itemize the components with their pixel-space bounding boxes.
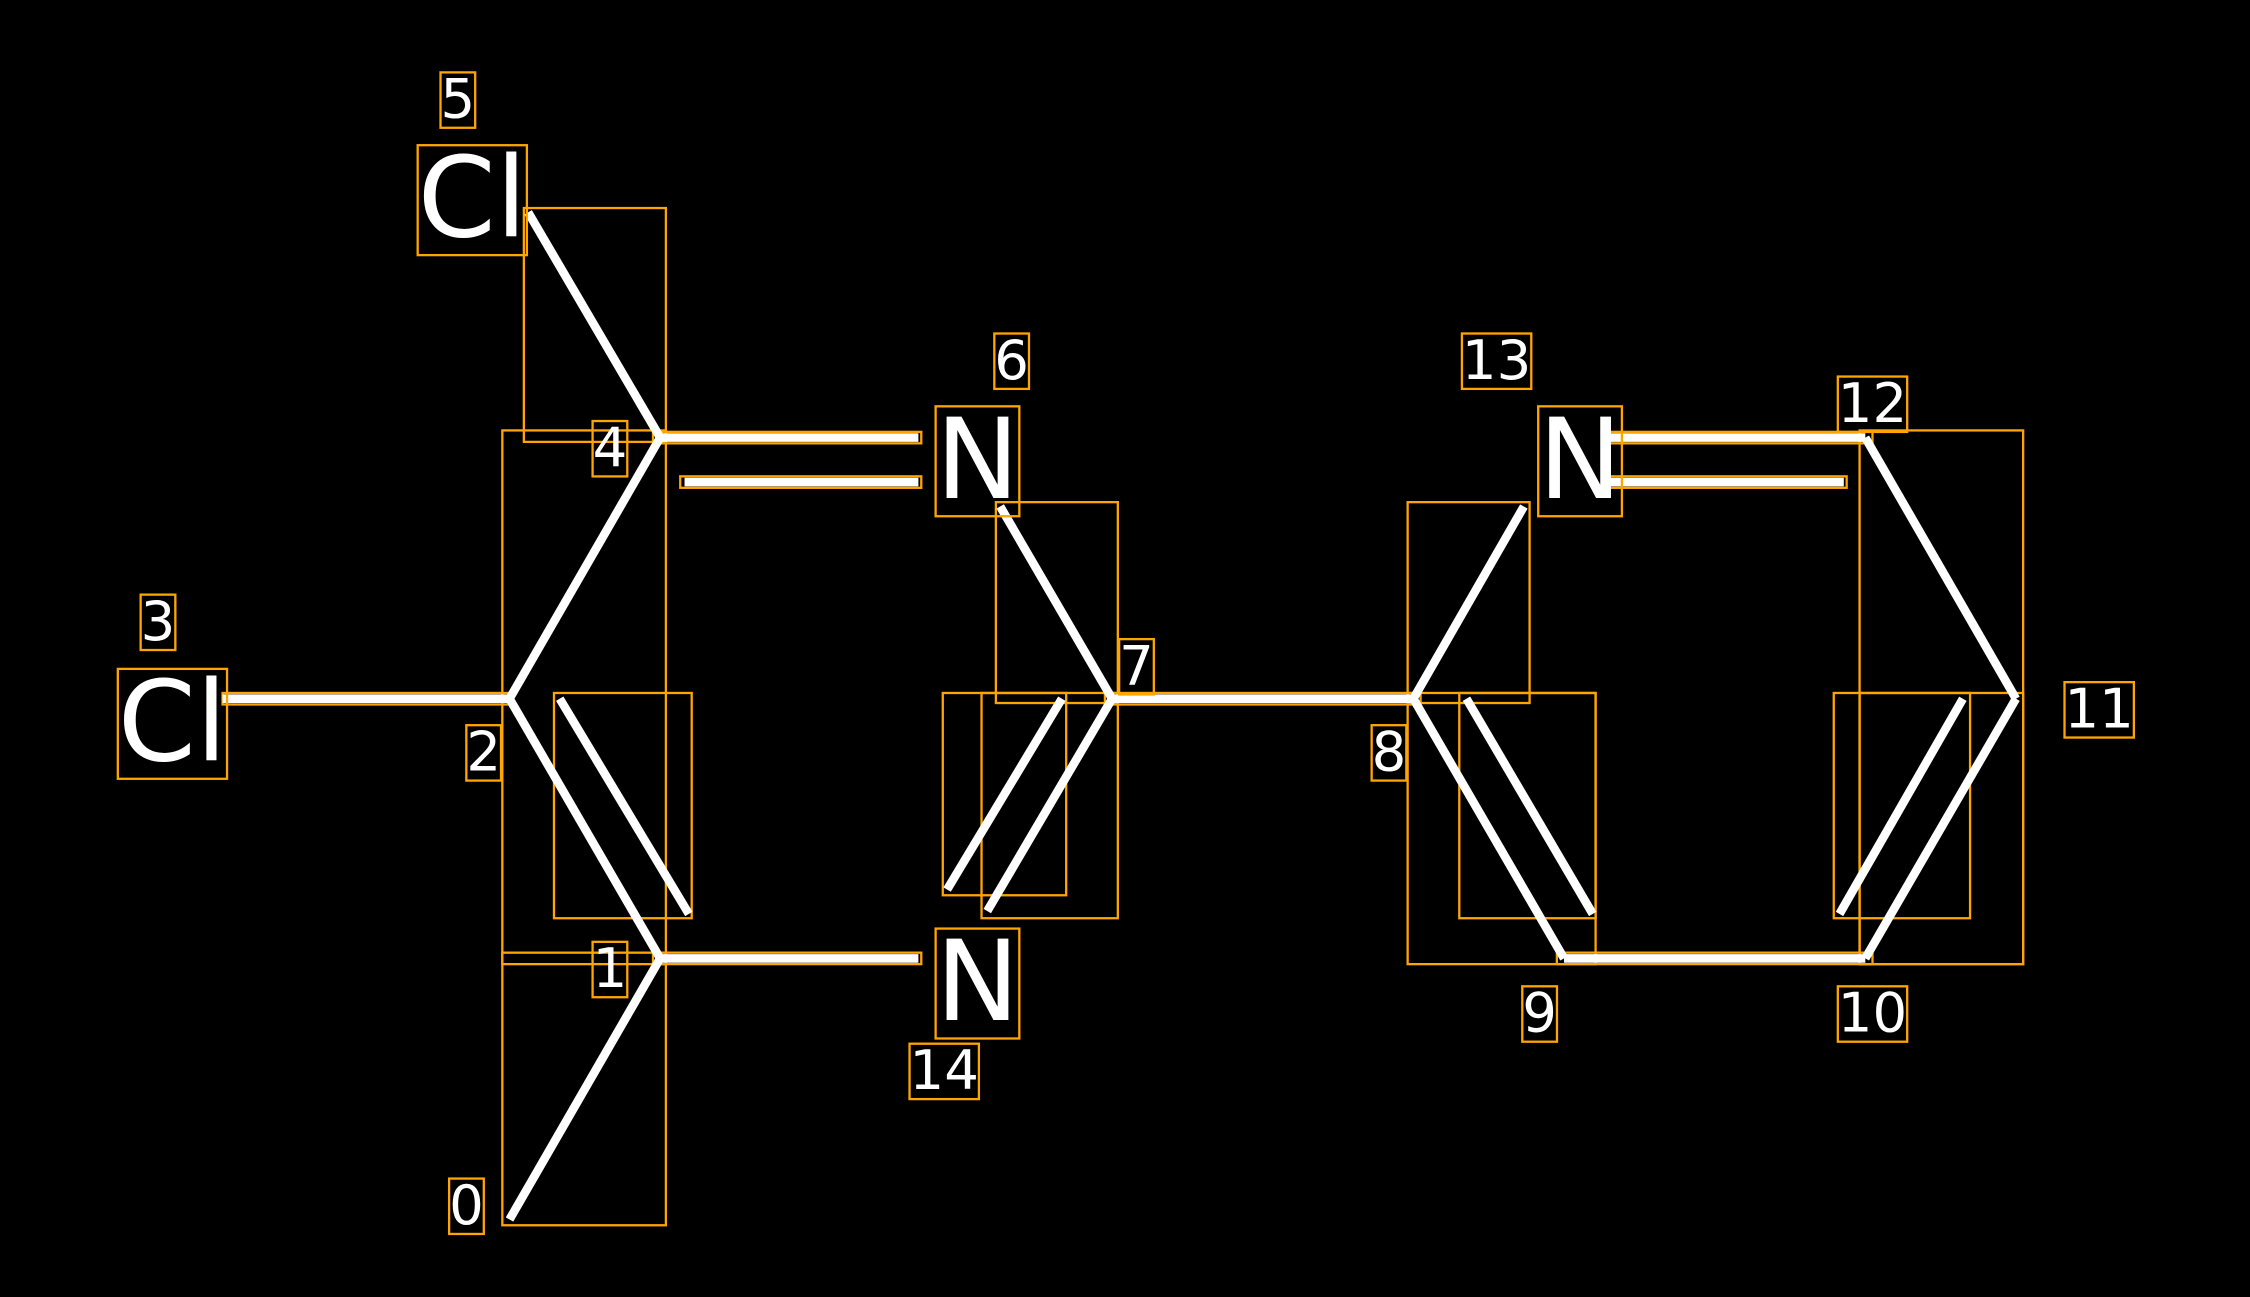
label-box: [993, 332, 1031, 391]
label-box: [934, 927, 1021, 1040]
bond-line: [505, 956, 664, 1222]
atom-index-label: 2: [466, 719, 501, 783]
atom-index-label: 3: [141, 589, 176, 653]
bounding-box: [679, 475, 923, 489]
label-box: [439, 71, 477, 129]
bounding-box: [651, 951, 923, 966]
label-box: [465, 724, 503, 782]
atom-index-label: 10: [1838, 981, 1907, 1045]
bounding-box: [1103, 691, 1422, 706]
label-box: [2063, 681, 2136, 739]
bond-inner-line: [943, 696, 1066, 892]
label-box: [447, 1177, 485, 1236]
atom-index-label: 1: [593, 936, 628, 1000]
bounding-box: [552, 691, 693, 920]
atom-index-label: 4: [593, 415, 628, 479]
atom-index-label: 5: [441, 67, 476, 131]
atom-element-label: Cl: [118, 657, 227, 787]
bounding-boxes: [221, 206, 2025, 1227]
atom-index-label: 6: [994, 328, 1029, 392]
atom-index-label: 7: [1119, 633, 1154, 697]
atom-element-label: N: [1538, 395, 1622, 525]
label-box: [1460, 332, 1533, 391]
bounding-box: [501, 429, 668, 966]
atom-index-label: 9: [1522, 981, 1557, 1045]
label-box: [934, 405, 1021, 518]
atom-index-label: 0: [449, 1173, 484, 1237]
label-box: [1370, 724, 1408, 782]
label-box: [1521, 985, 1559, 1043]
label-box: [1836, 375, 1909, 434]
label-box: [1836, 985, 1909, 1043]
bond-inner-line: [556, 696, 693, 917]
label-box: [139, 593, 177, 652]
bounding-box: [1858, 691, 2025, 966]
bond-line: [983, 696, 1116, 914]
atom-index-label: 8: [1372, 719, 1407, 783]
bond-line: [1861, 696, 2020, 961]
label-box: [591, 940, 629, 999]
label-box: [591, 419, 629, 478]
label-box: [908, 1042, 981, 1101]
bounding-box: [1458, 691, 1597, 920]
bounding-box: [501, 951, 668, 1227]
bond-line: [1861, 435, 2020, 701]
atom-index-label: 13: [1462, 328, 1531, 392]
label-box: [1117, 637, 1155, 696]
bond-line: [505, 435, 664, 701]
bond-line: [1409, 504, 1528, 701]
atom-element-label: N: [936, 917, 1020, 1047]
bounding-box: [651, 430, 923, 445]
bounding-box: [1858, 429, 2025, 966]
atom-element-label: N: [936, 395, 1020, 525]
bond-line: [1409, 696, 1568, 961]
bond-inner-line: [1462, 696, 1597, 917]
bond-line: [996, 504, 1116, 701]
atom-element-label: Cl: [418, 134, 527, 264]
bounding-box: [980, 691, 1119, 920]
bond-line: [505, 696, 664, 961]
bonds: [222, 210, 2020, 1222]
atom-index-label: 12: [1838, 371, 1907, 435]
bounding-box: [1555, 951, 1874, 966]
atom-index-label: 11: [2065, 676, 2134, 740]
label-box: [416, 144, 529, 257]
bond-line: [524, 210, 664, 440]
label-box: [1537, 405, 1624, 518]
label-box: [116, 667, 229, 780]
bond-inner-line: [1835, 696, 1967, 917]
atom-index-label: 14: [910, 1038, 979, 1102]
bounding-box: [522, 206, 668, 444]
